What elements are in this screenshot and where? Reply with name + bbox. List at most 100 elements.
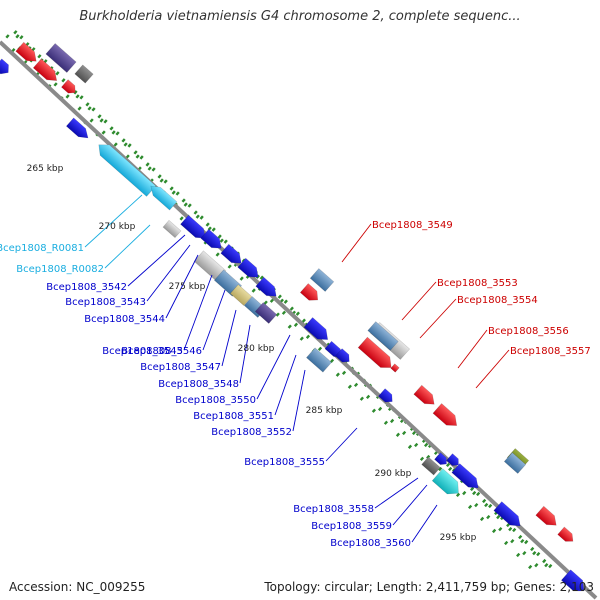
gene-feature: [560, 569, 585, 592]
scale-tick: [195, 214, 200, 219]
scale-tick: [377, 406, 383, 412]
label-leader-line: [392, 484, 428, 526]
scale-tick: [147, 166, 152, 171]
scale-tick: [275, 312, 280, 317]
gene-feature: [61, 79, 76, 94]
label-leader-line: [165, 254, 199, 319]
gene-feature: [220, 243, 242, 264]
gene-feature: [229, 284, 253, 306]
gene-label: Bcep1808_3552: [211, 427, 292, 438]
scale-tick: [335, 372, 340, 377]
gene-label: Bcep1808_3555: [244, 457, 325, 468]
scale-tick: [510, 538, 515, 544]
scale-tick: [534, 563, 539, 568]
scale-tick: [205, 222, 210, 227]
gene-label: Bcep1808_3556: [488, 326, 569, 337]
scale-tick: [479, 516, 485, 522]
scale-tick: [109, 126, 114, 131]
scale-tick: [111, 130, 116, 135]
gene-feature: [15, 41, 37, 62]
scale-tick: [448, 466, 453, 472]
scale-tick: [544, 562, 549, 568]
scale-tick: [496, 514, 501, 520]
scale-tick: [259, 275, 264, 280]
scale-tick: [395, 432, 401, 437]
scale-tick: [504, 540, 509, 546]
scale-tick: [139, 155, 144, 160]
scale-tick: [474, 502, 479, 508]
label-leader-line: [256, 334, 291, 400]
gene-feature: [421, 456, 441, 476]
gene-label: Bcep1808_3548: [158, 379, 239, 390]
gene-feature: [434, 452, 447, 465]
gene-label: Bcep1808_3559: [311, 521, 392, 532]
scale-tick: [536, 551, 541, 557]
gene-label: Bcep1808_3551: [193, 411, 274, 422]
scale-tick: [520, 538, 525, 544]
scale-tick: [239, 276, 244, 281]
scale-tick: [542, 558, 547, 564]
scale-tick: [277, 294, 282, 299]
gene-label: Bcep1808_3558: [293, 504, 374, 515]
gene-feature: [74, 64, 94, 84]
scale-tick: [219, 238, 224, 243]
gene-feature: [557, 526, 574, 542]
scale-tick: [263, 300, 268, 305]
gene-label: Bcep1808_3553: [437, 278, 518, 289]
label-leader-line: [401, 281, 437, 321]
scale-tick: [133, 150, 138, 155]
scale-tick: [476, 491, 481, 497]
scale-tick: [87, 106, 92, 111]
gene-feature: [357, 336, 392, 368]
scale-tick: [217, 234, 222, 239]
label-leader-line: [274, 354, 297, 416]
gene-label: Bcep1808_3560: [330, 538, 411, 549]
scale-tick: [528, 564, 533, 570]
scale-tick: [251, 288, 256, 293]
gene-label: Bcep1808_3547: [140, 362, 221, 373]
tick-label: 285 kbp: [306, 406, 343, 416]
scale-tick: [227, 264, 232, 269]
gene-feature: [335, 348, 350, 363]
scale-tick: [470, 486, 475, 492]
scale-tick: [341, 370, 347, 376]
scale-tick: [79, 95, 84, 100]
scale-tick: [157, 174, 162, 179]
map-title: Burkholderia vietnamiensis G4 chromosome…: [79, 9, 521, 24]
gene-feature: [303, 317, 329, 340]
scale-tick: [281, 310, 287, 315]
scale-tick: [73, 90, 78, 95]
label-leader-line: [239, 324, 251, 384]
scale-tick: [530, 546, 535, 552]
scale-tick: [518, 534, 523, 540]
scale-tick: [522, 551, 527, 556]
scale-tick: [123, 142, 128, 147]
gene-feature: [378, 388, 393, 403]
scale-tick: [295, 311, 300, 316]
gene-feature: [65, 117, 89, 139]
scale-tick: [299, 336, 304, 341]
scale-tick: [169, 186, 174, 191]
tick-label: 270 kbp: [99, 222, 136, 232]
scale-tick: [159, 178, 164, 183]
scale-tick: [99, 118, 104, 123]
scale-tick: [97, 114, 102, 119]
scale-tick: [145, 162, 150, 167]
scale-tick: [484, 502, 489, 508]
scale-tick: [53, 82, 58, 87]
scale-tick: [390, 418, 395, 424]
gene-feature: [150, 185, 178, 211]
gene-label: Bcep1808_3545: [102, 346, 183, 357]
gene-feature: [493, 501, 521, 527]
label-leader-line: [374, 477, 419, 509]
scale-tick: [407, 444, 413, 449]
scale-tick: [113, 142, 118, 147]
scale-tick: [183, 202, 188, 207]
gene-feature: [98, 144, 157, 197]
scale-tick: [508, 526, 513, 532]
scale-tick: [127, 143, 132, 148]
label-leader-line: [325, 427, 358, 462]
scale-tick: [15, 34, 20, 39]
scale-tick: [55, 71, 60, 76]
scale-tick: [347, 384, 352, 389]
